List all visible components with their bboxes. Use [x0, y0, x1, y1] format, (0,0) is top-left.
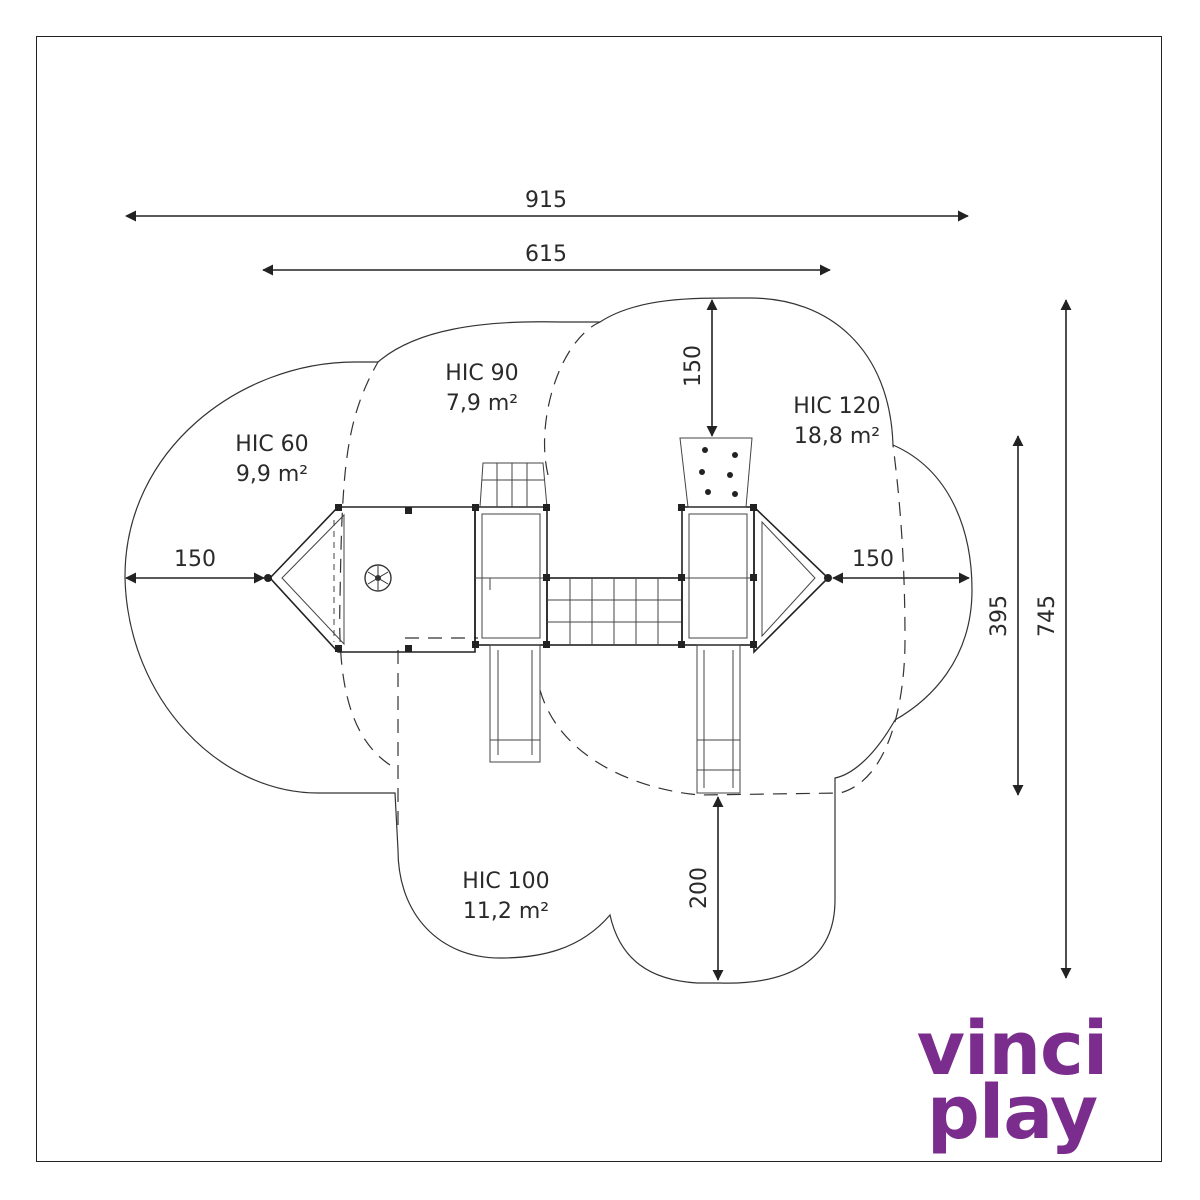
right-slide — [696, 644, 741, 794]
zone-hic-60-area: 9,9 m² — [236, 462, 308, 487]
hic-120-zone-boundary — [544, 321, 601, 476]
vinci-play-logo: vinci play — [917, 1006, 1109, 1156]
right-tower — [681, 506, 755, 646]
svg-text:vinci: vinci — [917, 1006, 1108, 1092]
hic-90-zone-boundary — [339, 361, 391, 766]
dim-platform-width: 615 — [525, 242, 567, 267]
zone-hic-100-area: 11,2 m² — [463, 899, 549, 924]
dim-left-margin: 150 — [174, 547, 216, 572]
left-slide — [489, 644, 541, 763]
play-structure — [264, 437, 832, 794]
dim-bottom-margin: 200 — [687, 867, 712, 909]
safety-zone-outline — [124, 297, 973, 984]
zone-hic-90-area: 7,9 m² — [446, 391, 518, 416]
zone-hic-120-label: HIC 120 — [793, 394, 880, 419]
right-bow-deck — [753, 505, 830, 654]
drawing-frame — [36, 36, 1162, 1162]
left-bow-deck — [268, 506, 476, 653]
dim-overall-width: 915 — [525, 188, 567, 213]
left-ladder — [479, 462, 548, 508]
zone-hic-120-area: 18,8 m² — [794, 424, 880, 449]
dim-right-margin: 150 — [852, 547, 894, 572]
dim-overall-height: 745 — [1035, 595, 1060, 637]
steering-wheel-icon — [364, 564, 392, 592]
svg-text:play: play — [927, 1070, 1097, 1156]
zone-hic-90-label: HIC 90 — [445, 361, 518, 386]
dim-inner-height: 395 — [987, 595, 1012, 637]
climbing-wall — [679, 437, 753, 508]
dim-top-margin: 150 — [681, 345, 706, 387]
zone-hic-100-label: HIC 100 — [462, 869, 549, 894]
hic-120-zone-boundary-lower — [539, 444, 906, 796]
left-tower — [474, 506, 548, 646]
zone-hic-60-label: HIC 60 — [235, 432, 308, 457]
